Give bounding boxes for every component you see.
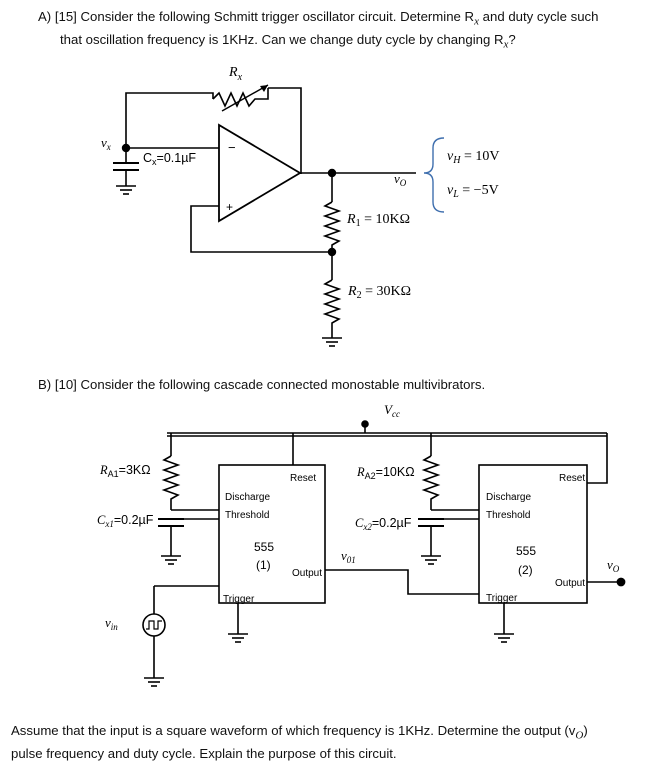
chip1-trigger-label: Trigger <box>223 594 255 605</box>
r2-label: R2 = 30KΩ <box>347 284 411 301</box>
vo-output-label: vO <box>607 557 620 574</box>
positive-feedback-wire <box>190 205 332 253</box>
monostable-cascade-circuit <box>142 420 626 687</box>
chip2-index: (2) <box>518 563 533 577</box>
chip2-box <box>478 464 588 604</box>
question-b: B) [10] Consider the following cascade c… <box>38 377 486 392</box>
rx-label: Rx <box>228 65 243 83</box>
question-a: A) [15] Consider the following Schmitt t… <box>38 8 638 53</box>
cx1-label: Cx1=0.2µF <box>97 513 154 529</box>
vo-output-node <box>616 577 626 587</box>
cx2-label: Cx2=0.2µF <box>355 516 412 532</box>
rx-output-wire <box>268 87 302 174</box>
plus-sign: + <box>226 200 233 214</box>
chip1-name: 555 <box>254 540 274 554</box>
rx-arrow-line <box>221 84 269 112</box>
chip2-reset-label: Reset <box>559 473 585 484</box>
ground-symbol <box>322 337 342 347</box>
chip2-reset-wire <box>587 433 608 484</box>
vl-label: vL = −5V <box>447 183 499 200</box>
rx-resistor <box>212 88 269 108</box>
question-a-line1: A) [15] Consider the following Schmitt t… <box>38 9 599 28</box>
chip2-name: 555 <box>516 544 536 558</box>
ground-symbol <box>144 677 164 687</box>
ra1-resistor <box>161 455 181 510</box>
ground-symbol <box>228 633 248 643</box>
chip1-discharge-label: Discharge <box>225 492 270 503</box>
chip1-box <box>218 464 326 604</box>
output-levels-brace <box>423 137 445 213</box>
ground-symbol <box>161 555 181 565</box>
chip1-index: (1) <box>256 558 271 572</box>
vh-label: vH = 10V <box>447 149 499 166</box>
chip2-threshold-label: Threshold <box>486 510 530 521</box>
divider-node <box>327 247 337 257</box>
chip1-threshold-label: Threshold <box>225 510 269 521</box>
r2-resistor <box>322 279 342 338</box>
vo1-wire <box>325 569 479 595</box>
schmitt-trigger-circuit <box>113 84 445 347</box>
r1-label: R1 = 10KΩ <box>346 212 410 229</box>
question-a-line2: that oscillation frequency is 1KHz. Can … <box>60 31 516 51</box>
ra2-resistor <box>421 455 441 510</box>
chip2-output-label: Output <box>555 578 585 589</box>
vo1-label: v01 <box>341 548 356 565</box>
chip1-reset-label: Reset <box>290 473 316 484</box>
r1-resistor <box>322 201 342 280</box>
ground-symbol <box>116 185 136 195</box>
vin-label: vin <box>105 615 118 632</box>
op-amp <box>218 123 302 223</box>
cx-label: Cx=0.1µF <box>143 151 196 167</box>
vcc-label: Vcc <box>384 402 400 419</box>
footer-line1: Assume that the input is a square wavefo… <box>11 723 588 742</box>
question-b-footer: Assume that the input is a square wavefo… <box>11 722 641 763</box>
vx-label: vx <box>101 135 111 152</box>
chip1-output-label: Output <box>292 568 322 579</box>
ground-symbol <box>494 633 514 643</box>
vcc-node <box>361 420 369 428</box>
minus-sign: − <box>228 140 236 155</box>
ra2-label: RA2=10KΩ <box>356 465 415 481</box>
ground-symbol <box>421 555 441 565</box>
chip2-trigger-label: Trigger <box>486 593 518 604</box>
chip2-discharge-label: Discharge <box>486 492 531 503</box>
vo-label: vO <box>394 171 407 188</box>
rx-arrow-head <box>260 85 268 92</box>
ra1-label: RA1=3KΩ <box>99 463 151 479</box>
rx-feedback-wire <box>125 92 214 148</box>
vin-square-wave-icon <box>146 620 162 630</box>
footer-line2: pulse frequency and duty cycle. Explain … <box>11 745 397 761</box>
